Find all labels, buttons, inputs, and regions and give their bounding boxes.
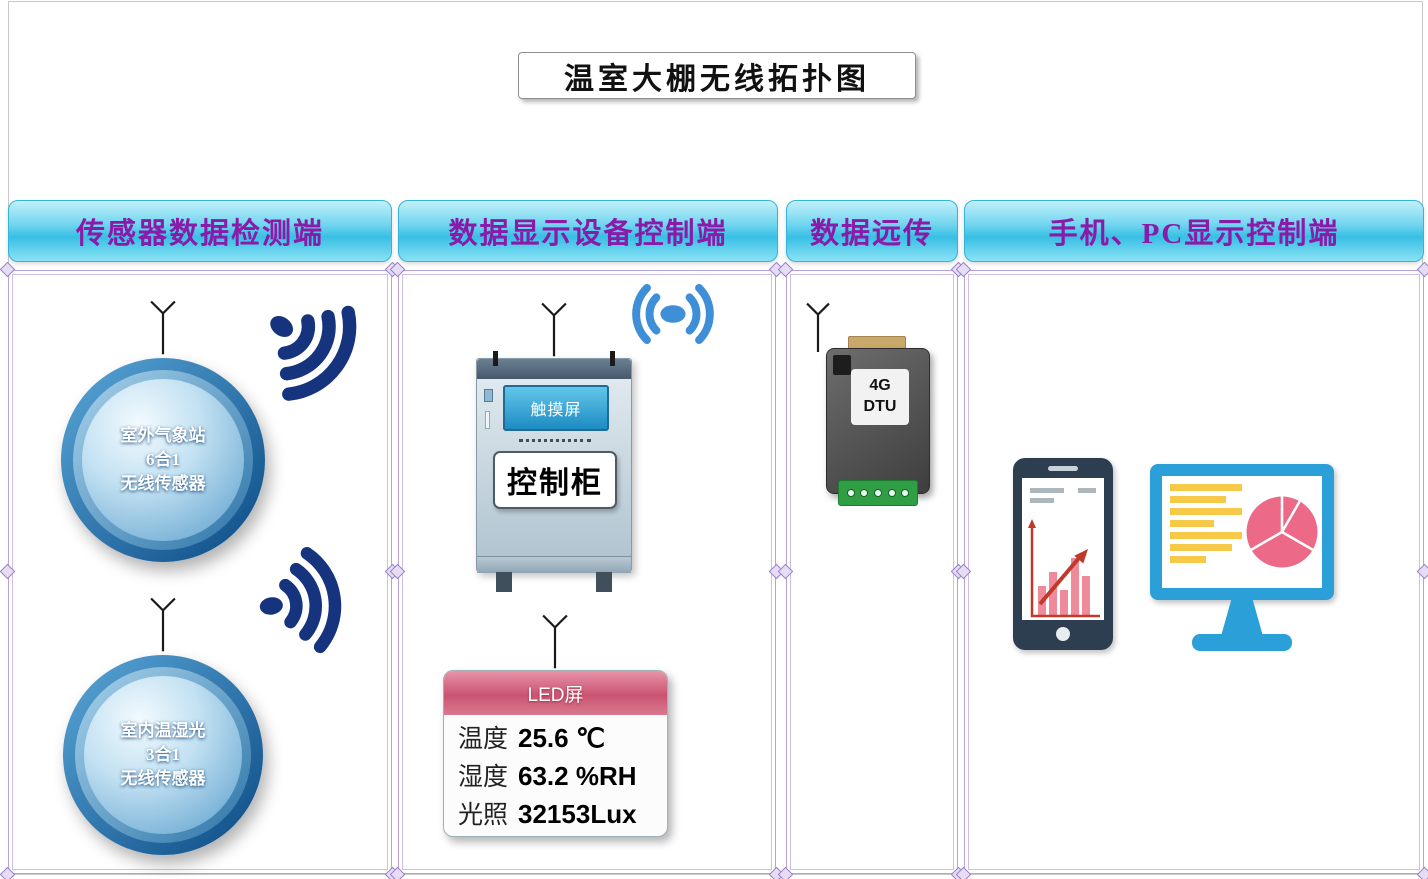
humidity-label: 湿度 xyxy=(458,764,509,791)
diagram-title: 温室大棚无线拓扑图 xyxy=(564,62,870,96)
dtu-device: 4G DTU xyxy=(826,348,930,494)
cabinet-top-bar xyxy=(477,359,631,379)
wifi-signal-icon xyxy=(270,305,357,401)
monitor-screen xyxy=(1162,476,1322,588)
wifi-signal-icon xyxy=(259,546,342,654)
led-row-humidity: 湿度 63.2 %RH xyxy=(458,757,653,795)
cabinet-label: 控制柜 xyxy=(507,467,603,500)
sensor-label-line: 室内温湿光 xyxy=(120,721,206,741)
terminal-pin xyxy=(887,489,896,497)
cabinet-leg xyxy=(596,572,612,592)
cabinet-nameplate: 控制柜 xyxy=(493,451,617,509)
antenna-icon xyxy=(806,302,830,352)
cabinet-dots xyxy=(519,439,591,442)
antenna-icon xyxy=(542,614,568,669)
phone-speaker xyxy=(1048,466,1078,471)
cabinet-bolt xyxy=(610,351,615,366)
screen-text-line xyxy=(1078,488,1096,493)
control-cabinet: 触摸屏 控制柜 xyxy=(476,351,632,594)
screen-text-line xyxy=(1030,488,1064,493)
dtu-label-line: DTU xyxy=(863,398,897,415)
diagram-title-box: 温室大棚无线拓扑图 xyxy=(518,52,916,99)
screen-text-line xyxy=(1170,544,1232,551)
light-label: 光照 xyxy=(458,802,509,829)
sensor-label-line: 室外气象站 xyxy=(120,426,206,446)
frame-ornament xyxy=(0,866,16,879)
header-terminal: 手机、PC显示控制端 xyxy=(964,200,1424,262)
antenna-icon xyxy=(541,302,567,357)
screen-text-line xyxy=(1170,520,1214,527)
header-display-control: 数据显示设备控制端 xyxy=(398,200,778,262)
led-row-light: 光照 32153Lux xyxy=(458,795,653,833)
screen-text-line xyxy=(1170,508,1242,515)
led-row-temperature: 温度 25.6 ℃ xyxy=(458,719,653,757)
pie-chart-icon xyxy=(1246,496,1318,568)
sensor-core: 室内温湿光 3合1 无线传感器 xyxy=(84,676,242,834)
terminal-pin xyxy=(873,489,882,497)
dtu-chip xyxy=(833,355,851,375)
monitor-stand-base xyxy=(1192,634,1292,651)
antenna-icon xyxy=(150,597,176,652)
humidity-value: 63.2 %RH xyxy=(518,761,637,791)
temperature-value: 25.6 ℃ xyxy=(518,723,606,753)
phone-screen xyxy=(1022,478,1104,620)
screen-text-line xyxy=(1170,484,1242,491)
led-readings: 温度 25.6 ℃ 湿度 63.2 %RH 光照 32153Lux xyxy=(444,715,667,833)
bidirectional-signal-icon xyxy=(632,283,714,345)
header-display-control-label: 数据显示设备控制端 xyxy=(448,218,728,250)
sensor-ring: 室内温湿光 3合1 无线传感器 xyxy=(75,667,251,843)
cabinet-leg xyxy=(496,572,512,592)
sensor-ring: 室外气象站 6合1 无线传感器 xyxy=(73,370,253,550)
cabinet-vent xyxy=(484,389,493,402)
dtu-terminal-block xyxy=(838,480,918,506)
cabinet-bolt xyxy=(493,351,498,366)
outdoor-sensor-label: 室外气象站 6合1 无线传感器 xyxy=(121,424,206,495)
light-value: 32153Lux xyxy=(518,799,637,829)
frame-ornament xyxy=(1416,866,1428,879)
screen-text-line xyxy=(1030,498,1054,503)
bar-chart-icon xyxy=(1028,519,1100,618)
frame-ornament xyxy=(0,563,16,580)
sensor-label-line: 6合1 xyxy=(146,450,180,470)
led-panel-header: LED屏 xyxy=(444,671,667,715)
outdoor-sensor-node: 室外气象站 6合1 无线传感器 xyxy=(61,358,265,562)
led-panel-title: LED屏 xyxy=(527,684,584,706)
terminal-pin xyxy=(860,489,869,497)
header-remote: 数据远传 xyxy=(786,200,958,262)
screen-text-line xyxy=(1170,496,1226,503)
touch-screen-label: 触摸屏 xyxy=(530,402,582,419)
terminal-pin xyxy=(846,489,855,497)
header-sensing-label: 传感器数据检测端 xyxy=(75,218,324,250)
cabinet-slot xyxy=(485,411,490,429)
frame-ornament xyxy=(1416,563,1428,580)
smartphone-icon xyxy=(1013,458,1113,650)
dtu-label-line: 4G xyxy=(869,377,891,395)
screen-text-line xyxy=(1170,532,1242,539)
led-display-panel: LED屏 温度 25.6 ℃ 湿度 63.2 %RH 光照 32153Lux xyxy=(443,670,668,837)
indoor-sensor-node: 室内温湿光 3合1 无线传感器 xyxy=(63,655,263,855)
indoor-sensor-label: 室内温湿光 3合1 无线传感器 xyxy=(121,719,206,790)
sensor-label-line: 3合1 xyxy=(146,745,180,765)
touch-screen: 触摸屏 xyxy=(503,385,609,431)
antenna-icon xyxy=(150,300,176,355)
terminal-pin xyxy=(901,489,910,497)
sensor-label-line: 无线传感器 xyxy=(120,768,206,788)
monitor-icon xyxy=(1150,464,1334,600)
dtu-label-panel: 4G DTU xyxy=(851,369,909,425)
header-sensing: 传感器数据检测端 xyxy=(8,200,392,262)
header-terminal-label: 手机、PC显示控制端 xyxy=(1048,218,1340,250)
cabinet-bottom-strip xyxy=(477,556,631,573)
sensor-core: 室外气象站 6合1 无线传感器 xyxy=(82,379,244,541)
header-remote-label: 数据远传 xyxy=(809,218,934,250)
cabinet-body: 触摸屏 控制柜 xyxy=(476,351,632,573)
sensor-label-line: 无线传感器 xyxy=(120,473,206,493)
phone-home-button xyxy=(1056,627,1070,641)
screen-text-line xyxy=(1170,556,1206,563)
temperature-label: 温度 xyxy=(458,726,509,753)
